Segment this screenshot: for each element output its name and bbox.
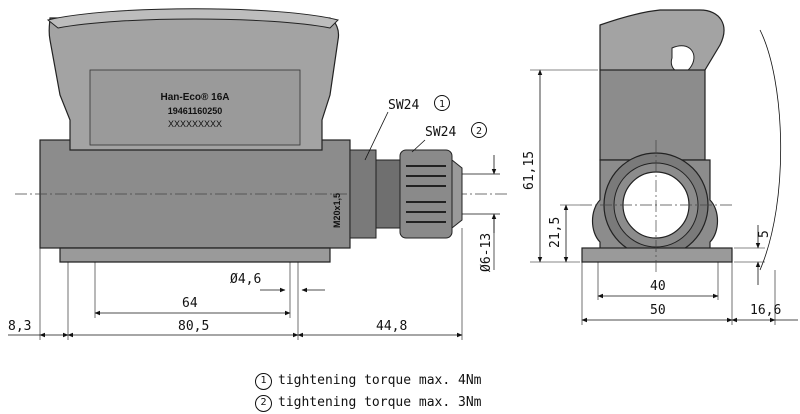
clamp-range-dim: Ø6-13 (462, 155, 500, 272)
gland-cap (451, 158, 463, 230)
legend-row-2: 2 tightening torque max. 3Nm (255, 392, 482, 414)
length-dims: 8,3 80,5 44,8 (8, 319, 463, 338)
gland-nut-1 (375, 159, 401, 229)
serial-placeholder: XXXXXXXXX (168, 119, 222, 129)
axis-height-label: 21,5 (548, 217, 563, 248)
base-thickness-label: 5 (757, 230, 772, 238)
label-area (89, 69, 301, 146)
legend-text-1: tightening torque max. 4Nm (278, 373, 482, 388)
side-view: Han-Eco® 16A 19461160250 XXXXXXXXX M20x1… (8, 8, 510, 340)
front-upper-body (599, 69, 706, 161)
extension-lines (39, 228, 463, 340)
side-overhang-label: 16,6 (750, 303, 781, 318)
hole-dia-label: Ø4,6 (230, 272, 261, 287)
hole-dia-dim: Ø4,6 (230, 272, 325, 293)
gland-length-label: 44,8 (376, 319, 407, 334)
sw2-ref-circle (471, 122, 487, 138)
sw1-label: SW24 (388, 98, 419, 113)
sw1-leader (364, 111, 389, 161)
sw1-ref-circle (434, 95, 450, 111)
hood-lever (46, 8, 339, 29)
housing-foot (59, 247, 331, 263)
hole-spacing-dim: 64 (94, 296, 291, 316)
body-length-label: 80,5 (178, 319, 209, 334)
base-width-label: 50 (650, 303, 666, 318)
legend-row-1: 1 tightening torque max. 4Nm (255, 370, 482, 392)
gland-thread (349, 149, 377, 239)
legend-ref-1: 1 (255, 372, 272, 390)
total-height-label: 61,15 (522, 151, 537, 190)
lever-arc (759, 29, 782, 271)
sw2-ref: 2 (476, 126, 482, 137)
product-name: Han-Eco® 16A (160, 92, 229, 103)
front-view: 61,15 21,5 5 40 50 16,6 (522, 9, 798, 325)
front-dims: 61,15 21,5 5 40 50 16,6 (522, 69, 798, 323)
legend-ref-2: 2 (255, 394, 272, 412)
legend-text-2: tightening torque max. 3Nm (278, 395, 482, 410)
left-overhang-label: 8,3 (8, 319, 31, 334)
torque-legend: 1 tightening torque max. 4Nm 2 tightenin… (255, 370, 482, 414)
gland-grip-ribs (406, 165, 446, 223)
base-inner-width-label: 40 (650, 279, 666, 294)
gland-thread-label: M20x1,5 (332, 193, 342, 228)
gland-nut-2 (399, 149, 453, 239)
front-extension-lines (530, 69, 776, 325)
front-base (581, 247, 733, 263)
clamp-range-label: Ø6-13 (479, 233, 494, 272)
lever-hook (670, 45, 695, 73)
part-number: 19461160250 (168, 106, 223, 116)
sw1-ref: 1 (439, 99, 445, 110)
sw2-leader (411, 139, 426, 153)
sw2-label: SW24 (425, 125, 456, 140)
hole-spacing-label: 64 (182, 296, 198, 311)
